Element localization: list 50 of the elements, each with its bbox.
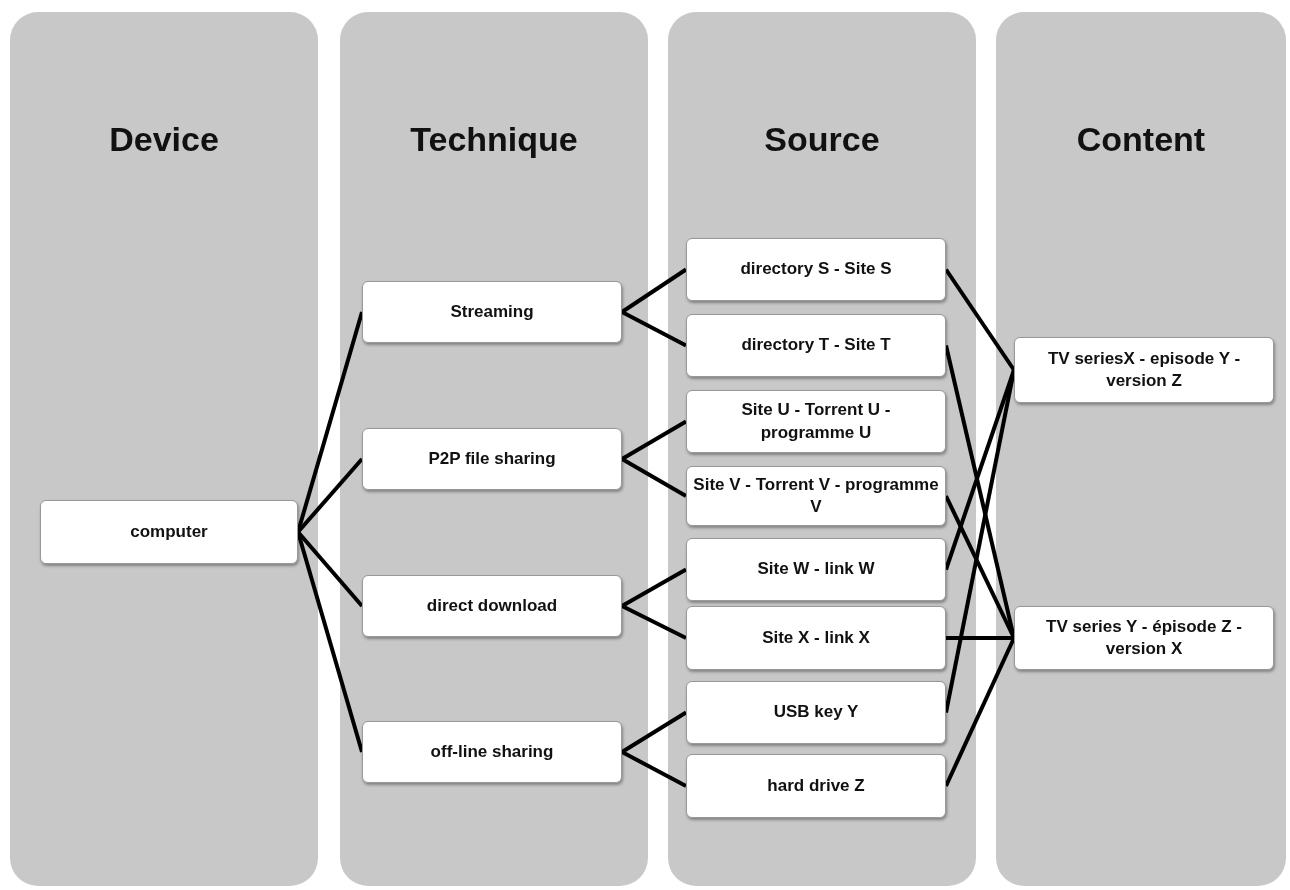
node-label: directory T - Site T — [741, 334, 891, 357]
connector-line — [621, 457, 687, 498]
process-box — [686, 466, 946, 526]
node-label: off-line sharing — [430, 740, 554, 763]
node-label: Site U - Torrent U - programme U — [740, 399, 892, 444]
column-heading: Technique — [409, 120, 579, 159]
node-label: USB key Y — [773, 701, 859, 724]
process-box — [362, 721, 622, 783]
connector-line — [620, 267, 688, 314]
column-heading: Device — [108, 120, 220, 159]
process-box — [686, 538, 946, 601]
node-label: direct download — [426, 594, 558, 617]
connector-line — [944, 637, 1016, 787]
process-box — [362, 428, 622, 490]
process-box — [686, 754, 946, 818]
column-band — [996, 12, 1286, 886]
process-box — [686, 314, 946, 377]
process-box — [362, 575, 622, 637]
process-box — [686, 606, 946, 670]
column-band — [668, 12, 976, 886]
column-heading: Source — [763, 120, 881, 159]
column-band — [10, 12, 318, 886]
node-label: TV seriesX - episode Y - version Z — [1046, 347, 1242, 392]
process-box — [40, 500, 298, 564]
connector-line — [621, 750, 687, 788]
node-label: TV series Y - épisode Z - version X — [1045, 615, 1243, 660]
process-box — [686, 390, 946, 453]
process-box — [1014, 606, 1274, 670]
node-label: directory S - Site S — [740, 258, 892, 281]
connector-line — [621, 567, 687, 608]
process-box — [1014, 337, 1274, 403]
node-label: computer — [130, 520, 208, 543]
process-box — [686, 681, 946, 744]
connector-line — [946, 636, 1014, 640]
column-band — [340, 12, 648, 886]
node-label: Streaming — [450, 300, 534, 323]
connector-line — [620, 710, 688, 754]
node-label: Site W - link W — [757, 558, 875, 581]
process-box — [362, 281, 622, 343]
connector-line — [944, 369, 1016, 713]
column-heading: Content — [1075, 120, 1207, 159]
node-label: hard drive Z — [767, 774, 865, 797]
node-label: P2P file sharing — [428, 447, 556, 470]
connector-line — [944, 268, 1016, 372]
process-box — [686, 238, 946, 301]
connector-line — [621, 310, 687, 348]
node-label: Site X - link X — [762, 626, 870, 649]
connector-line — [621, 604, 687, 640]
connector-line — [621, 419, 687, 461]
node-label: Site V - Torrent V - programme V — [693, 473, 939, 518]
